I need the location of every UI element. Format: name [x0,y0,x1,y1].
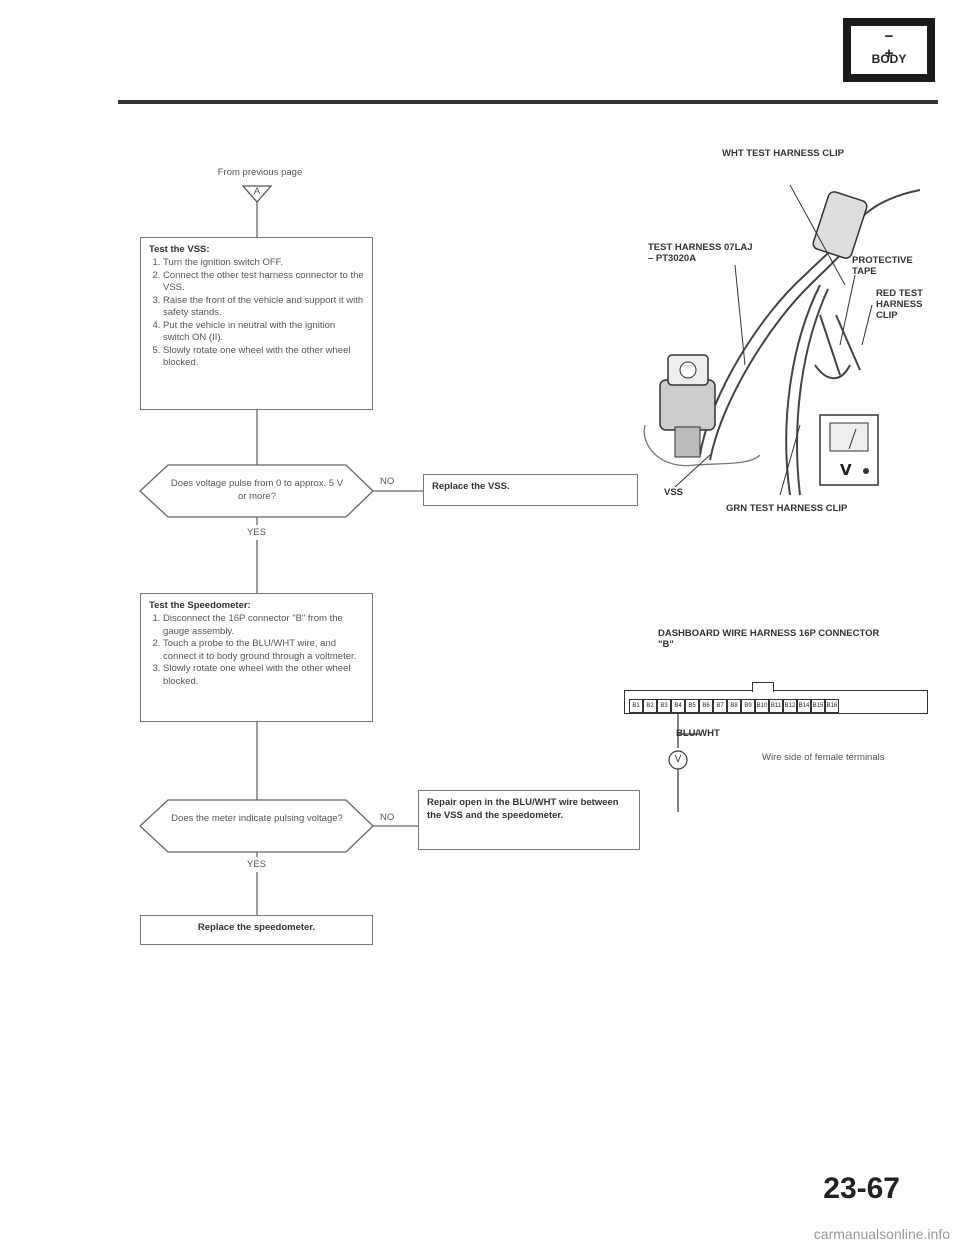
connector-title: DASHBOARD WIRE HARNESS 16P CONNECTOR "B" [658,628,880,650]
connector-label: A [253,186,261,197]
decision-shape-2 [139,799,374,853]
step-list: Turn the ignition switch OFF. Connect th… [149,257,364,370]
connector-note: Wire side of female terminals [762,752,885,763]
label-red-clip: RED TEST HARNESS CLIP [876,288,923,321]
result-repair-open: Repair open in the BLU/WHT wire between … [418,790,640,850]
step-item: Disconnect the 16P connector "B" from th… [163,613,364,638]
step-test-vss: Test the VSS: Turn the ignition switch O… [140,237,373,410]
connector-triangle [241,185,273,203]
section-badge: − + BODY [843,18,935,82]
decision-shape-1 [139,464,374,518]
step-item: Slowly rotate one wheel with the other w… [163,663,364,688]
wire-label: BLU/WHT [676,728,720,739]
yes-label-2: YES [247,859,267,870]
step-test-speedometer: Test the Speedometer: Disconnect the 16P… [140,593,373,722]
step-item: Put the vehicle in neutral with the igni… [163,320,364,345]
battery-icon: − + BODY [851,26,927,74]
connector-pin: B7 [713,699,727,713]
step-item: Raise the front of the vehicle and suppo… [163,295,364,320]
badge-label: BODY [871,52,907,66]
yes-label-1: YES [247,527,267,538]
connector-pin: B8 [727,699,741,713]
connector-pin: B14 [797,699,811,713]
connector-pin: B10 [755,699,769,713]
connector-pin: B5 [685,699,699,713]
result-text: Repair open in the BLU/WHT wire between … [427,797,619,821]
no-label-1: NO [380,476,395,487]
vss-test-harness-illustration: V [643,184,921,496]
result-replace-vss: Replace the VSS. [423,474,638,506]
step-item: Connect the other test harness connector… [163,270,364,295]
result-text: Replace the speedometer. [197,922,316,933]
from-previous-page: From previous page [217,167,303,178]
connector-pin: B9 [741,699,755,713]
connector-pin: B4 [671,699,685,713]
connector-pin: B1 [629,699,643,713]
connector-pin: B3 [657,699,671,713]
connector-pin: B16 [825,699,839,713]
decision-question-2: Does the meter indicate pulsing voltage? [171,813,343,824]
connector-pin: B15 [811,699,825,713]
label-protective-tape: PROTECTIVE TAPE [852,255,913,277]
watermark: carmanualsonline.info [813,1226,950,1242]
label-test-harness: TEST HARNESS 07LAJ – PT3020A [648,242,753,264]
connector-pin: B12 [783,699,797,713]
connector-pin: B11 [769,699,783,713]
step-title: Test the Speedometer: [149,600,251,611]
step-item: Touch a probe to the BLU/WHT wire, and c… [163,638,364,663]
page-number: 23-67 [823,1172,900,1205]
connector-pin: B2 [643,699,657,713]
step-title: Test the VSS: [149,244,210,255]
badge-symbol: − + [884,28,908,62]
result-replace-speedometer: Replace the speedometer. [140,915,373,945]
no-label-2: NO [380,812,395,823]
voltmeter-symbol: V [674,754,682,765]
svg-text:V: V [840,461,852,479]
label-grn-clip: GRN TEST HARNESS CLIP [726,503,848,514]
label-wht-clip: WHT TEST HARNESS CLIP [722,148,844,159]
connector-key [752,682,774,692]
probe-wiring [668,714,700,812]
connector-pin: B6 [699,699,713,713]
step-list: Disconnect the 16P connector "B" from th… [149,613,364,688]
result-text: Replace the VSS. [432,481,510,492]
header-rule [118,100,938,104]
step-item: Turn the ignition switch OFF. [163,257,364,270]
label-vss: VSS [664,487,684,498]
step-item: Slowly rotate one wheel with the other w… [163,345,364,370]
decision-question-1: Does voltage pulse from 0 to approx. 5 V… [170,478,344,502]
